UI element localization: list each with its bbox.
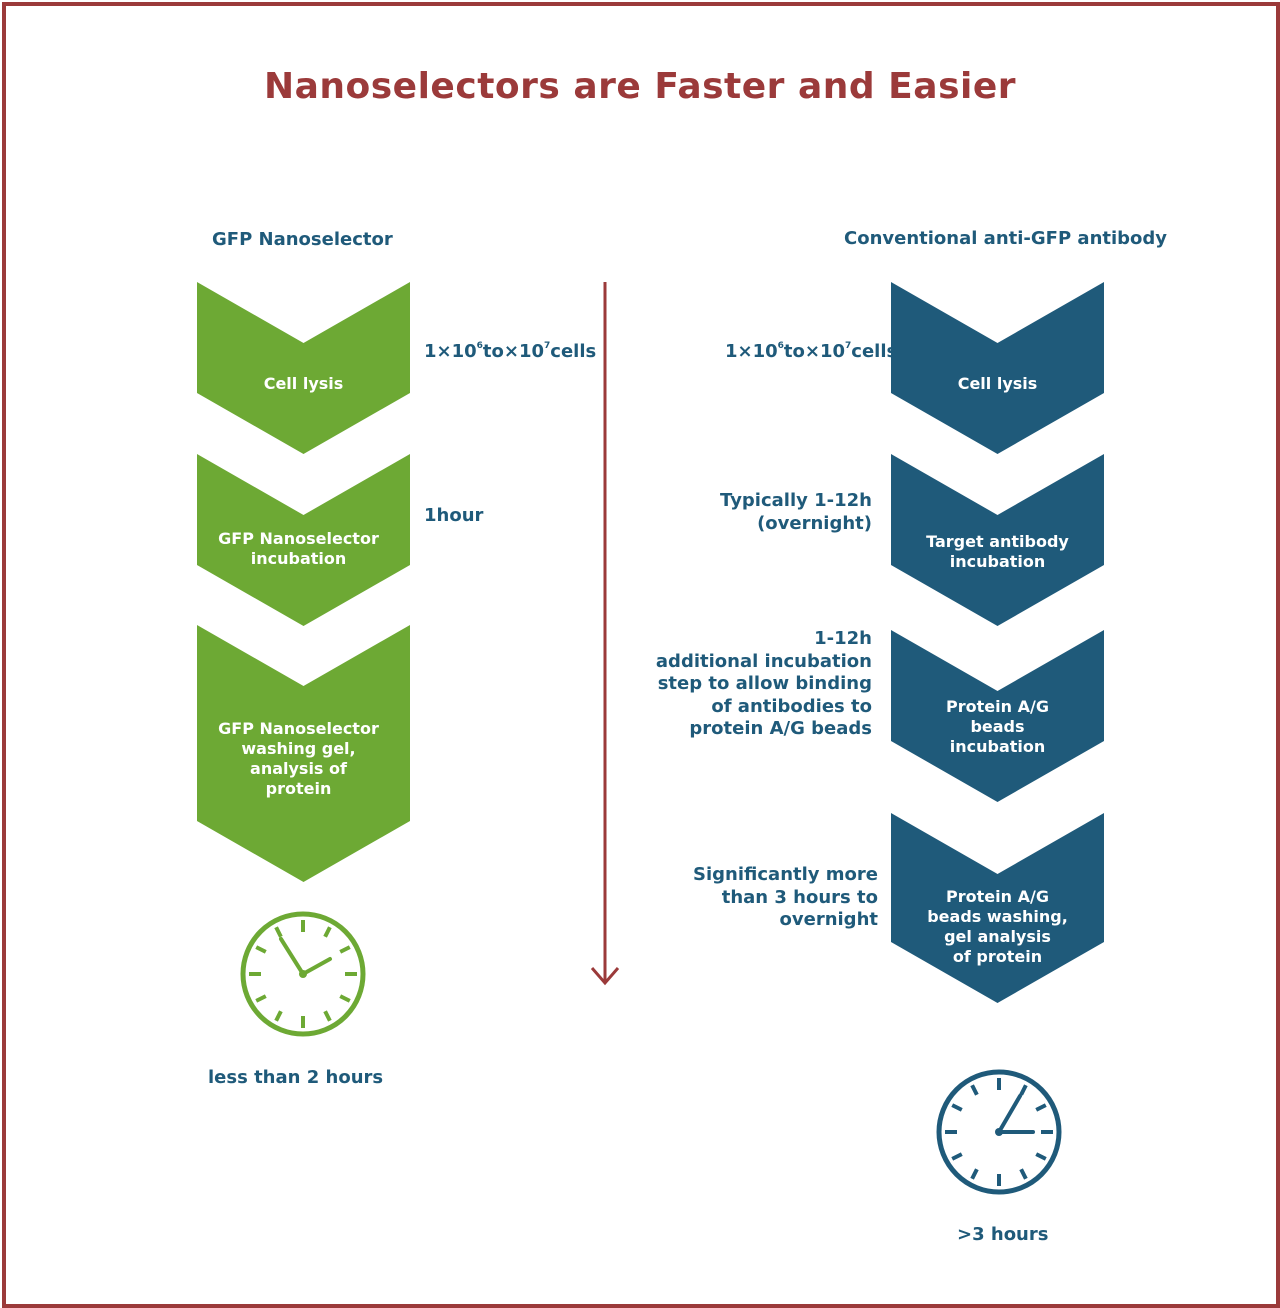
right-washing-time: Significantly more than 3 hours to overn… bbox=[693, 864, 878, 930]
left-step-chevron bbox=[197, 625, 410, 882]
right-column-heading: Conventional anti-GFP antibody bbox=[844, 228, 1168, 249]
right-step-label: Protein A/G beads washing, gel analysis … bbox=[927, 887, 1068, 966]
left-column-heading: GFP Nanoselector bbox=[212, 229, 393, 250]
left-step-label: Cell lysis bbox=[263, 374, 344, 393]
left-total-time: less than 2 hours bbox=[208, 1067, 384, 1088]
left-step-label: GFP Nanoselector washing gel, analysis o… bbox=[218, 719, 379, 798]
page-title: Nanoselectors are Faster and Easier bbox=[263, 66, 1017, 107]
right-beads-time: 1-12h additional incubation step to allo… bbox=[655, 628, 872, 739]
left-cells-note: 1×106to×107cells bbox=[424, 341, 597, 362]
right-step-chevron bbox=[891, 813, 1104, 1003]
left-incubation-time: 1hour bbox=[424, 505, 484, 526]
clock-icon bbox=[936, 1069, 1062, 1195]
right-step-chevron bbox=[891, 454, 1104, 626]
right-step-label: Target antibody incubation bbox=[926, 532, 1069, 571]
right-total-time: >3 hours bbox=[957, 1224, 1049, 1245]
right-step-chevron bbox=[891, 282, 1104, 454]
right-step-label: Cell lysis bbox=[957, 374, 1038, 393]
left-step-label: GFP Nanoselector incubation bbox=[218, 529, 379, 568]
left-step-chevron bbox=[197, 282, 410, 454]
clock-icon bbox=[240, 911, 366, 1037]
right-step-chevron bbox=[891, 630, 1104, 802]
left-step-chevron bbox=[197, 454, 410, 626]
right-cells-note: 1×106to×107cells bbox=[725, 341, 898, 362]
right-antibody-time: Typically 1-12h (overnight) bbox=[720, 490, 872, 534]
time-arrow bbox=[590, 282, 620, 986]
right-step-label: Protein A/G beads incubation bbox=[946, 697, 1049, 756]
